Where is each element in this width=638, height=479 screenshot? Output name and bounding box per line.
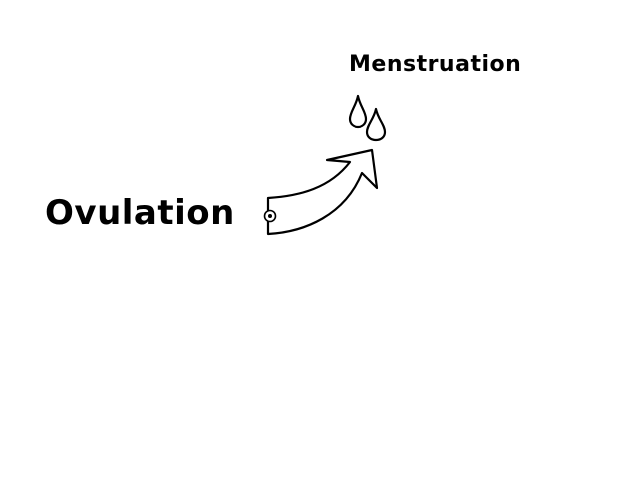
drop-right-icon xyxy=(365,107,387,142)
menstruation-label: Menstruation xyxy=(349,52,522,77)
blood-drops-icon xyxy=(348,94,387,142)
drop-left-icon xyxy=(348,94,368,129)
egg-icon xyxy=(263,209,277,223)
curved-arrow-icon xyxy=(266,148,379,236)
ovulation-label: Ovulation xyxy=(45,193,235,233)
